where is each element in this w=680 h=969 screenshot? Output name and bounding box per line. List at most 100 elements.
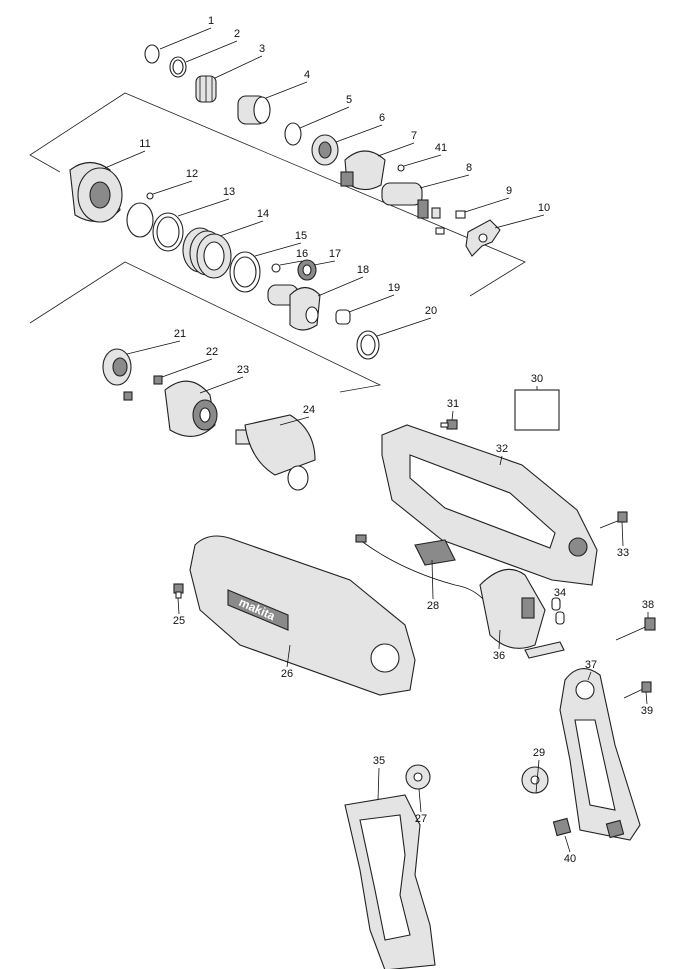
leader-line-13 [177,198,230,217]
part-27-disk [405,764,431,790]
label-23: 23 [237,364,249,376]
label-30: 30 [531,373,543,385]
label-11: 11 [139,138,150,150]
part-25-screw [173,583,184,599]
leader-line-20 [376,317,432,337]
label-34: 34 [554,587,566,599]
label-18: 18 [357,264,369,276]
part-30-label-plate [514,389,560,431]
leader-line-29 [535,759,540,794]
leader-line-36 [498,629,501,650]
label-35: 35 [373,755,385,767]
leader-line-14 [219,220,264,237]
leader-line-28 [431,559,434,600]
part-29-disk [521,766,549,794]
leader-line-23 [199,376,244,394]
leader-line-41 [403,154,442,167]
label-13: 13 [223,186,235,198]
part-34-spring [551,597,565,625]
part-1-circlip [144,44,160,64]
leader-line-32 [499,455,503,466]
leader-line-8 [419,174,470,189]
part-40-clip [552,817,625,839]
part-21-bearing [102,348,132,386]
label-3: 3 [259,43,265,55]
leader-line-16 [279,260,303,266]
part-10-plate [465,219,501,257]
leader-line-18 [317,276,364,297]
leader-line-12 [152,180,193,195]
leader-line-11 [104,150,146,169]
label-32: 32 [496,443,508,455]
label-20: 20 [425,305,437,317]
leader-line-27 [418,788,422,813]
label-40: 40 [564,853,576,865]
leader-line-3 [214,55,263,79]
part-37-handle-housing [559,668,641,841]
leader-line-19 [348,294,395,313]
label-37: 37 [585,659,597,671]
part-23-gear-case [164,380,218,437]
label-24: 24 [303,404,315,416]
leader-line-17 [313,260,336,266]
label-22: 22 [206,346,218,358]
label-17: 17 [329,248,341,260]
label-2: 2 [234,28,240,40]
leader-line-1 [159,27,212,50]
label-27: 27 [415,813,427,825]
part-38-screw [615,617,656,641]
leader-line-15 [254,242,302,257]
label-38: 38 [642,599,654,611]
label-33: 33 [617,547,629,559]
part-14-spring [182,227,232,279]
label-31: 31 [447,398,459,410]
leader-line-40 [564,835,571,853]
label-15: 15 [295,230,307,242]
part-24-motor [235,414,316,491]
part-3-spring [195,75,217,103]
label-39: 39 [641,705,653,717]
label-28: 28 [427,600,439,612]
label-12: 12 [186,168,198,180]
leader-line-6 [335,124,383,143]
label-6: 6 [379,112,385,124]
label-4: 4 [304,69,310,81]
label-7: 7 [411,130,417,142]
leader-line-22 [161,358,213,378]
part-16-ball [271,263,281,273]
leader-line-35 [377,767,380,801]
part-6-bearing [311,134,339,166]
part-32-housing [381,424,598,586]
group-outline-upper [29,92,526,297]
label-9: 9 [506,185,512,197]
part-18-carrier [267,284,321,331]
leader-line-5 [299,106,350,129]
part-36-switch-assembly [479,568,565,659]
part-17-gear [297,259,317,281]
leader-line-2 [185,40,238,63]
leader-line-7 [377,142,415,157]
part-15-washer [229,251,261,293]
part-8-spindle [381,182,441,219]
leader-lines [104,27,649,853]
group-outline-lower [29,261,382,393]
part-4-sleeve [237,95,271,125]
part-5-ring [284,122,302,146]
part-13-washer [152,212,184,252]
label-10: 10 [538,202,550,214]
label-5: 5 [346,94,352,106]
leader-line-26 [286,644,291,668]
label-19: 19 [388,282,400,294]
part-33-screw [599,511,628,529]
part-41-ball [397,164,405,172]
part-7-housing [340,150,386,191]
leader-line-4 [265,81,308,99]
label-29: 29 [533,747,545,759]
part-12-ball-and-ring [126,192,154,238]
label-36: 36 [493,650,505,662]
part-39-screw [623,681,652,699]
leader-line-9 [464,197,510,213]
label-26: 26 [281,668,293,680]
